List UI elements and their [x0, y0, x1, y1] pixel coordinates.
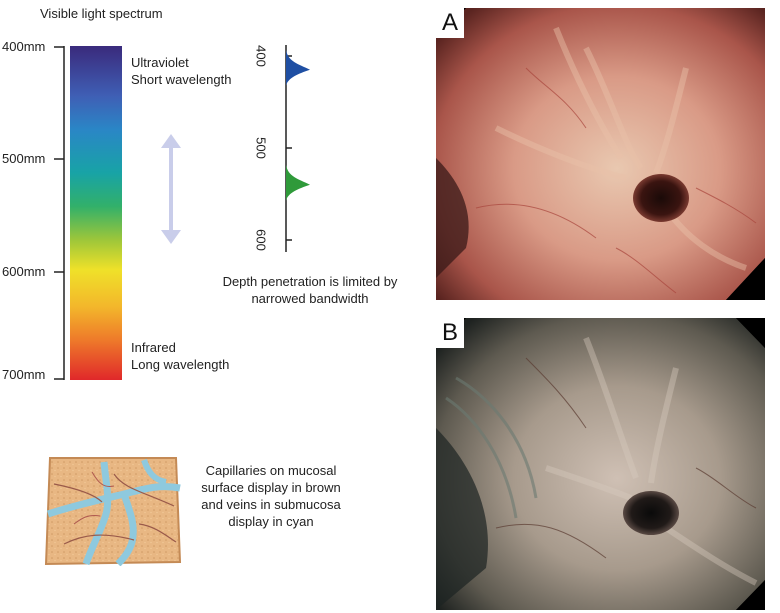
- panel-label-a: A: [436, 8, 464, 38]
- tick-400: 400mm: [2, 39, 46, 54]
- ultraviolet-label: Ultraviolet Short wavelength: [131, 54, 231, 88]
- nbi-tick-500: 500: [254, 137, 269, 159]
- tick-600: 600mm: [2, 264, 46, 279]
- nbi-wavelength-plot: 400 500 600: [254, 45, 310, 252]
- panel-label-b: B: [436, 318, 464, 348]
- spectrum-axis: [54, 46, 65, 380]
- nbi-peak-1: [286, 164, 310, 201]
- depth-caption: Depth penetration is limited by narrowed…: [200, 273, 420, 307]
- capillary-caption-line2: surface display in brown: [201, 480, 341, 495]
- tick-500: 500mm: [2, 151, 46, 166]
- endoscopy-image-b: B: [436, 318, 765, 610]
- capillary-caption: Capillaries on mucosal surface display i…: [196, 462, 346, 530]
- capillary-tile-illustration: [44, 457, 182, 566]
- ir-line1: Infrared: [131, 340, 176, 355]
- capillary-caption-line4: display in cyan: [228, 514, 314, 529]
- nbi-peaks: [286, 49, 310, 201]
- tick-700: 700mm: [2, 367, 46, 382]
- nbi-tick-400: 400: [254, 45, 269, 67]
- spectrum-title: Visible light spectrum: [40, 6, 163, 21]
- nbi-tick-600: 600: [254, 229, 269, 251]
- double-arrow-icon: [161, 134, 181, 244]
- nbi-peak-0: [286, 49, 310, 86]
- capillary-caption-line1: Capillaries on mucosal: [205, 463, 337, 478]
- capillary-caption-line3: and veins in submucosa: [201, 497, 341, 512]
- depth-caption-line1: Depth penetration is limited by: [222, 274, 398, 289]
- depth-caption-line2: narrowed bandwidth: [251, 291, 369, 306]
- spectrum-gradient-bar: [70, 46, 122, 380]
- infrared-label: Infrared Long wavelength: [131, 339, 229, 373]
- endoscopy-image-a: A: [436, 8, 765, 300]
- uv-line1: Ultraviolet: [131, 55, 189, 70]
- uv-line2: Short wavelength: [131, 72, 232, 87]
- ir-line2: Long wavelength: [131, 357, 230, 372]
